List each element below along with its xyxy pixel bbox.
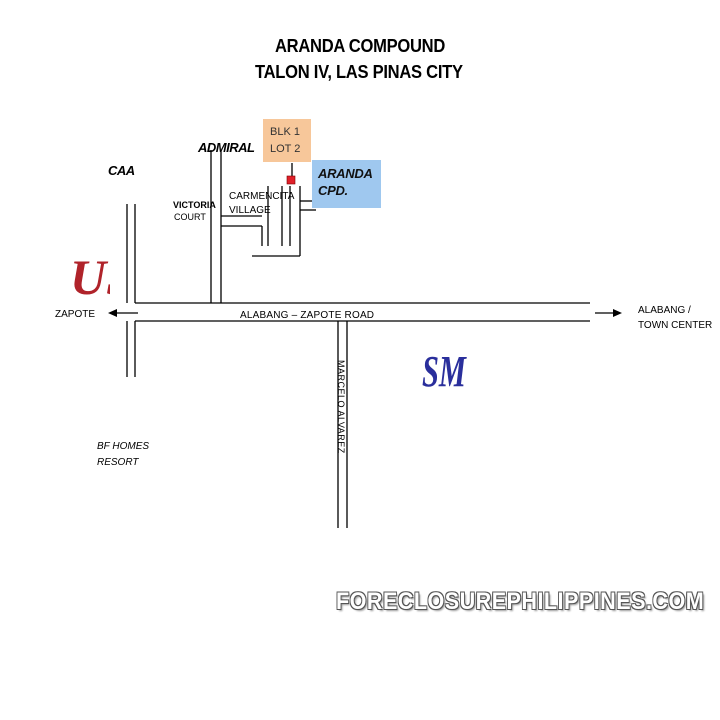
- label-main-road: ALABANG – ZAPOTE ROAD: [240, 310, 375, 321]
- label-zapote: ZAPOTE: [55, 309, 96, 320]
- label-alabang-line1: ALABANG /: [638, 305, 691, 316]
- aranda-callout-line2: CPD.: [318, 183, 348, 198]
- arrow-to-alabang-icon: [613, 309, 622, 317]
- label-carmencita-line1: CARMENCITA: [229, 191, 295, 202]
- label-caa: CAA: [108, 163, 135, 178]
- sm-logo-text: SM: [422, 347, 467, 394]
- arrow-to-zapote-icon: [108, 309, 117, 317]
- label-admiral: ADMIRAL: [198, 140, 255, 155]
- label-bf-homes-line2: RESORT: [97, 457, 139, 468]
- lot-callout-box: [263, 119, 311, 162]
- watermark-text: FORECLOSUREPHILIPPINES.COM: [336, 588, 705, 615]
- label-victoria-court-line1: VICTORIA: [173, 200, 216, 210]
- map-title-line1: ARANDA COMPOUND: [275, 36, 446, 56]
- label-victoria-court-line2: COURT: [174, 212, 206, 222]
- watermark-backdrop: [314, 530, 720, 640]
- lot-callout-line2: LOT 2: [270, 143, 301, 155]
- map-title-line2: TALON IV, LAS PINAS CITY: [255, 62, 463, 82]
- label-bf-homes-line1: BF HOMES: [97, 441, 150, 452]
- label-marcelo-alvarez: MARCELO ALVAREZ: [336, 360, 346, 454]
- us-logo-icon: US: [70, 249, 110, 304]
- label-carmencita-line2: VILLAGE: [229, 205, 271, 216]
- aranda-callout-box: [312, 160, 381, 208]
- label-alabang-line2: TOWN CENTER: [638, 320, 713, 331]
- aranda-callout-line1: ARANDA: [318, 166, 373, 181]
- sm-logo-icon: SM: [422, 347, 467, 394]
- lot-marker-icon: [286, 175, 296, 185]
- lot-callout-text: BLK 1 LOT 2: [270, 124, 300, 158]
- us-logo-text: US: [70, 249, 110, 304]
- lot-callout-line1: BLK 1: [270, 126, 300, 138]
- aranda-callout-text: ARANDA CPD.: [318, 165, 373, 199]
